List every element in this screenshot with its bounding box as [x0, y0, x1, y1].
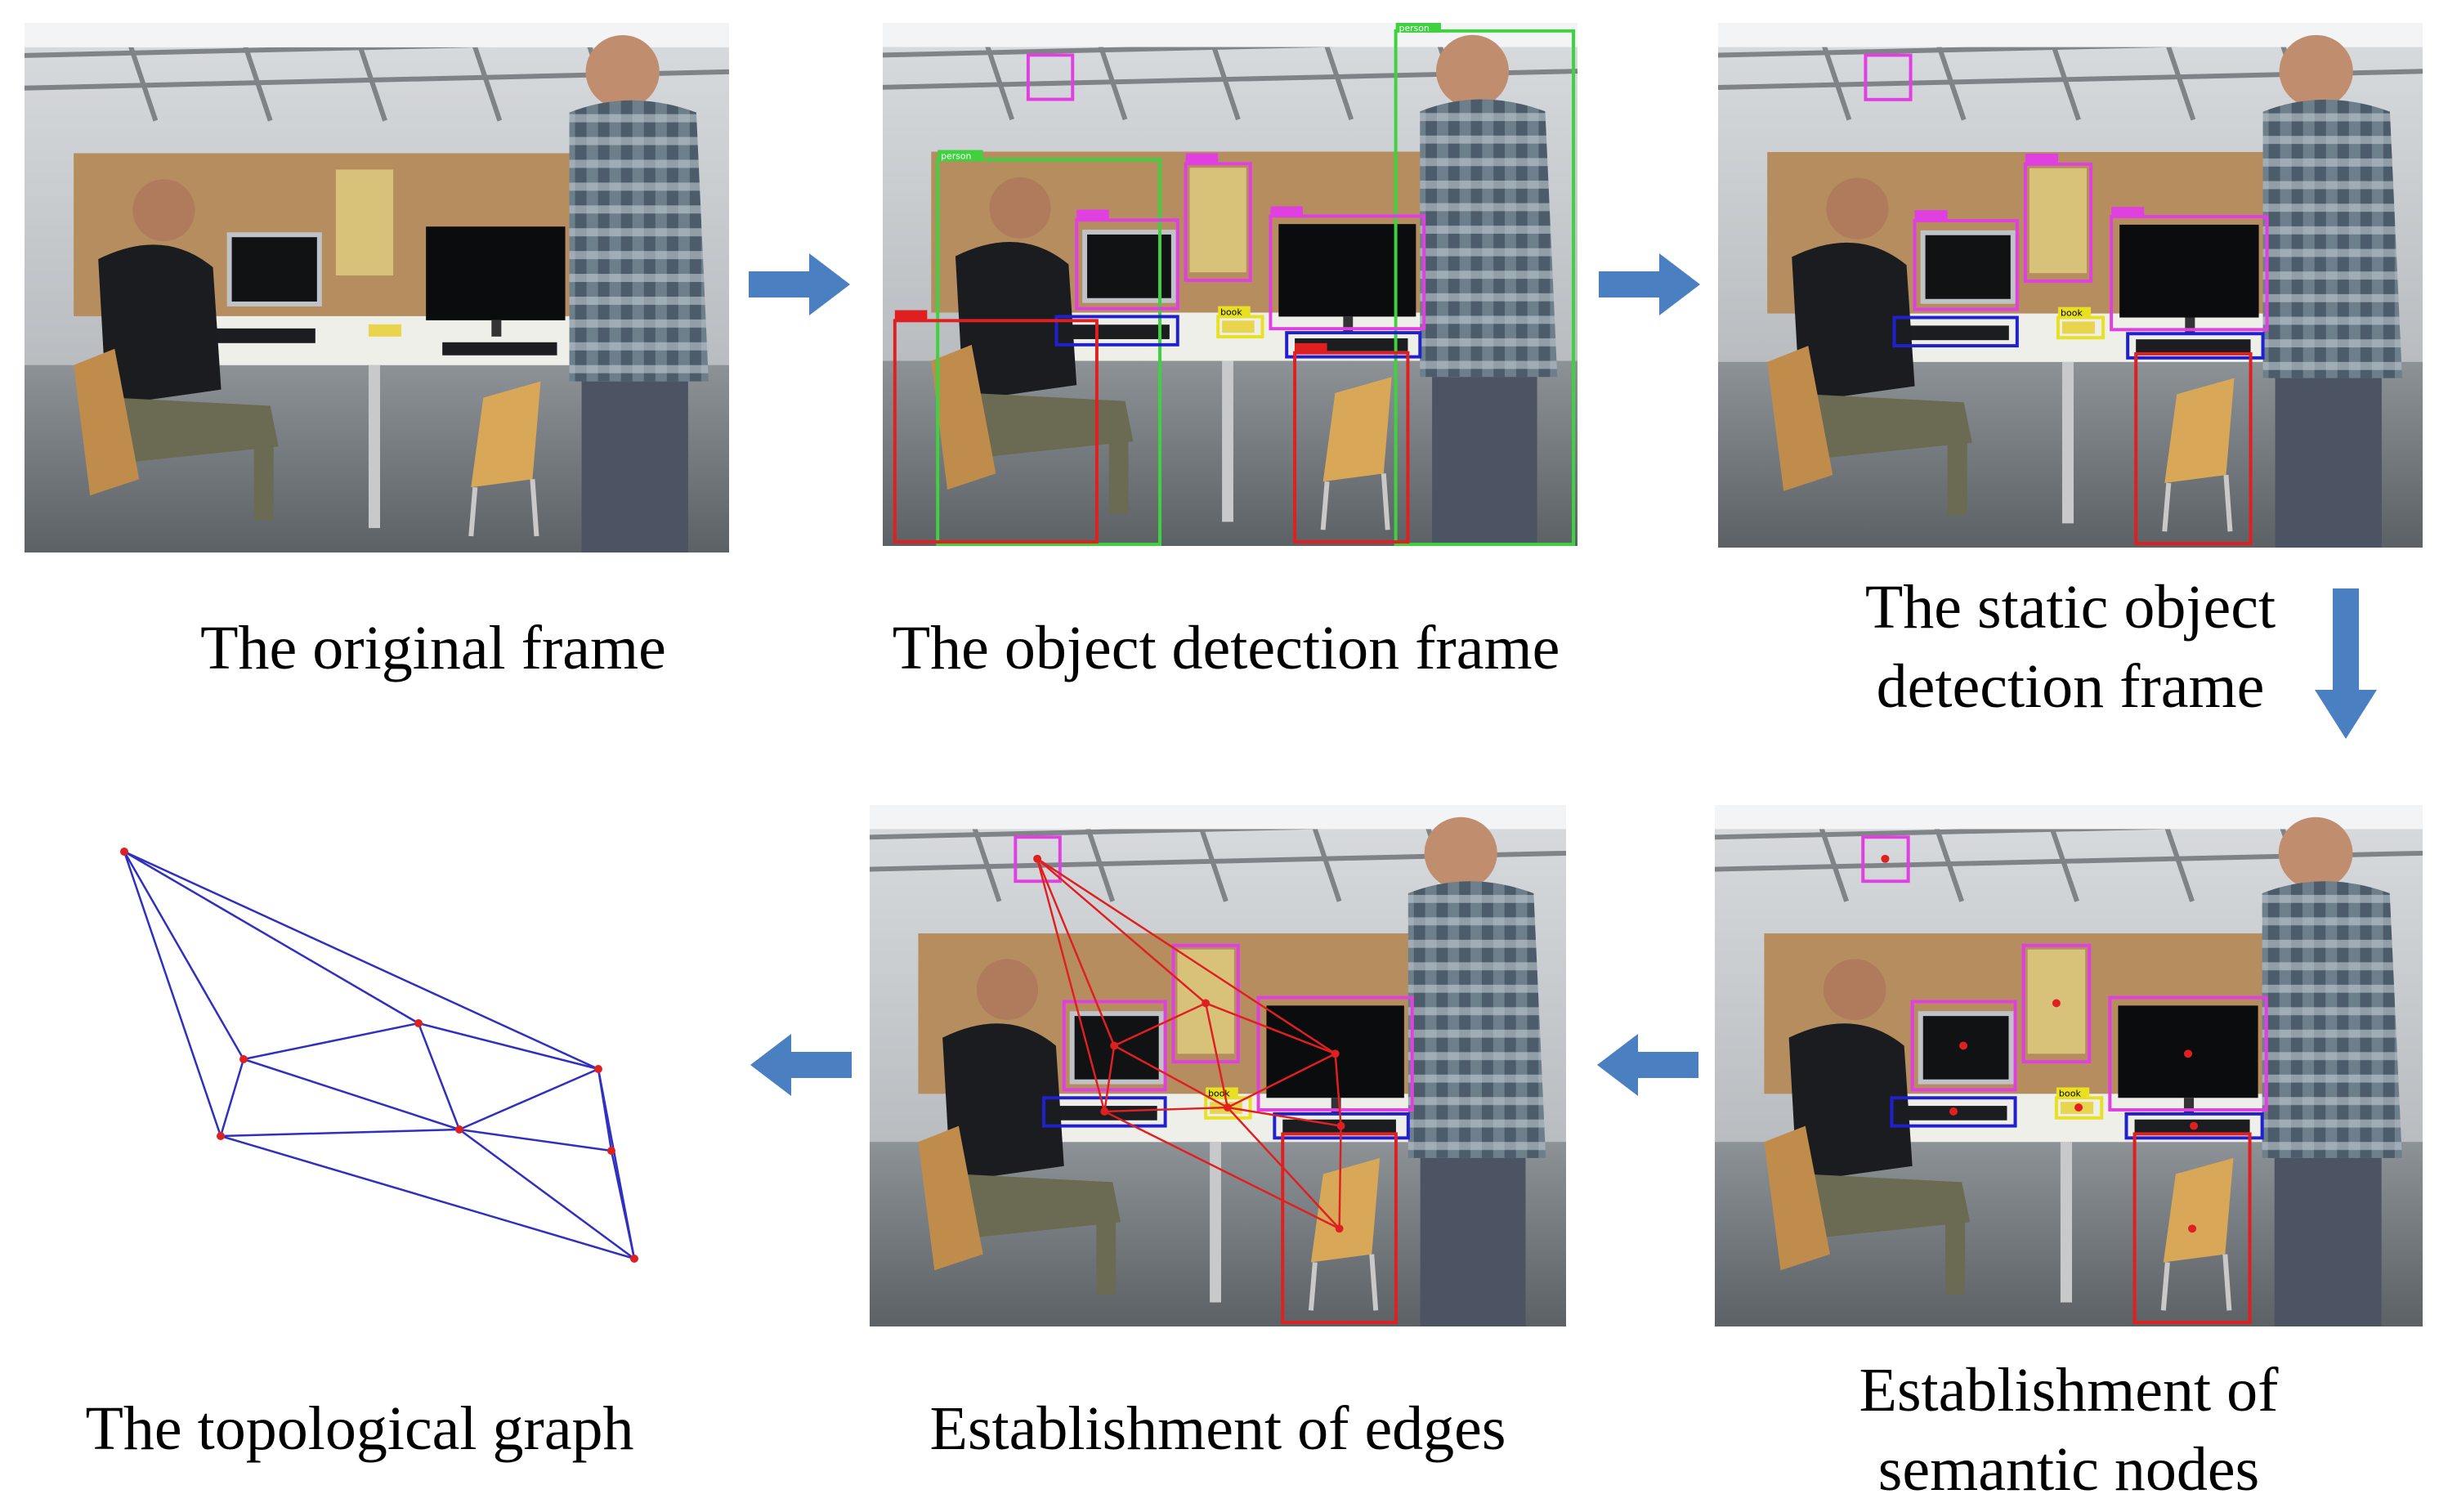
graph-node: [455, 1125, 463, 1134]
semantic-node: [2188, 1224, 2197, 1233]
semantic-node: [2074, 1103, 2083, 1112]
left-arrow-icon: [1597, 1034, 1698, 1096]
book-label: book: [2061, 308, 2083, 319]
keyboard-box: [1054, 315, 1179, 347]
person-label: person: [1399, 23, 1430, 34]
graph-node: [120, 848, 128, 856]
keyboard-box: [1285, 331, 1422, 359]
chair-box: [1293, 351, 1410, 544]
right-arrow-icon: [749, 253, 850, 315]
semantic-node: [1881, 854, 1890, 863]
tv-box: [1026, 53, 1075, 101]
person-box: [1394, 29, 1576, 546]
monitor-box: [1269, 214, 1426, 331]
caption-original-frame: The original frame: [200, 614, 666, 682]
semantic-node: [1959, 1041, 1968, 1050]
right-arrow-icon: [1599, 253, 1700, 315]
edges-frame-image: book: [870, 805, 1566, 1326]
caption-topological-graph: The topological graph: [85, 1394, 634, 1463]
caption-static-object-line2: detection frame: [1876, 652, 2265, 721]
graph-node: [630, 1255, 638, 1263]
caption-semantic-nodes-line2: semantic nodes: [1877, 1435, 2260, 1504]
caption-object-detection-frame: The object detection frame: [892, 614, 1560, 682]
monitor-box: [1075, 218, 1179, 311]
caption-static-object-line1: The static object: [1864, 573, 2276, 642]
down-arrow-icon: [2315, 588, 2377, 739]
graph-node: [239, 1055, 248, 1063]
graph-node: [594, 1065, 602, 1073]
caption-establishment-of-edges: Establishment of edges: [929, 1394, 1506, 1463]
chair-box: [893, 319, 1099, 544]
object-detection-frame-image: person person book: [883, 23, 1578, 546]
static-object-detection-frame-image: book: [1718, 23, 2423, 548]
graph-node: [607, 1147, 615, 1155]
left-arrow-icon: [750, 1034, 852, 1096]
semantic-nodes-frame-image: book: [1715, 805, 2423, 1326]
graph-node: [414, 1019, 423, 1027]
semantic-node: [2052, 999, 2061, 1008]
caption-semantic-nodes-line1: Establishment of: [1859, 1356, 2279, 1425]
person-label: person: [941, 150, 971, 161]
book-label: book: [1220, 306, 1242, 317]
book-label: book: [2059, 1088, 2082, 1098]
book-label: book: [1208, 1088, 1230, 1098]
semantic-node: [1949, 1107, 1958, 1116]
semantic-node: [2183, 1049, 2193, 1058]
original-frame-image: [25, 23, 729, 552]
semantic-node: [2190, 1121, 2199, 1130]
graph-node: [217, 1132, 225, 1140]
topological-graph: [120, 848, 638, 1263]
person-box: [936, 158, 1161, 546]
poster-box: [1184, 162, 1252, 283]
